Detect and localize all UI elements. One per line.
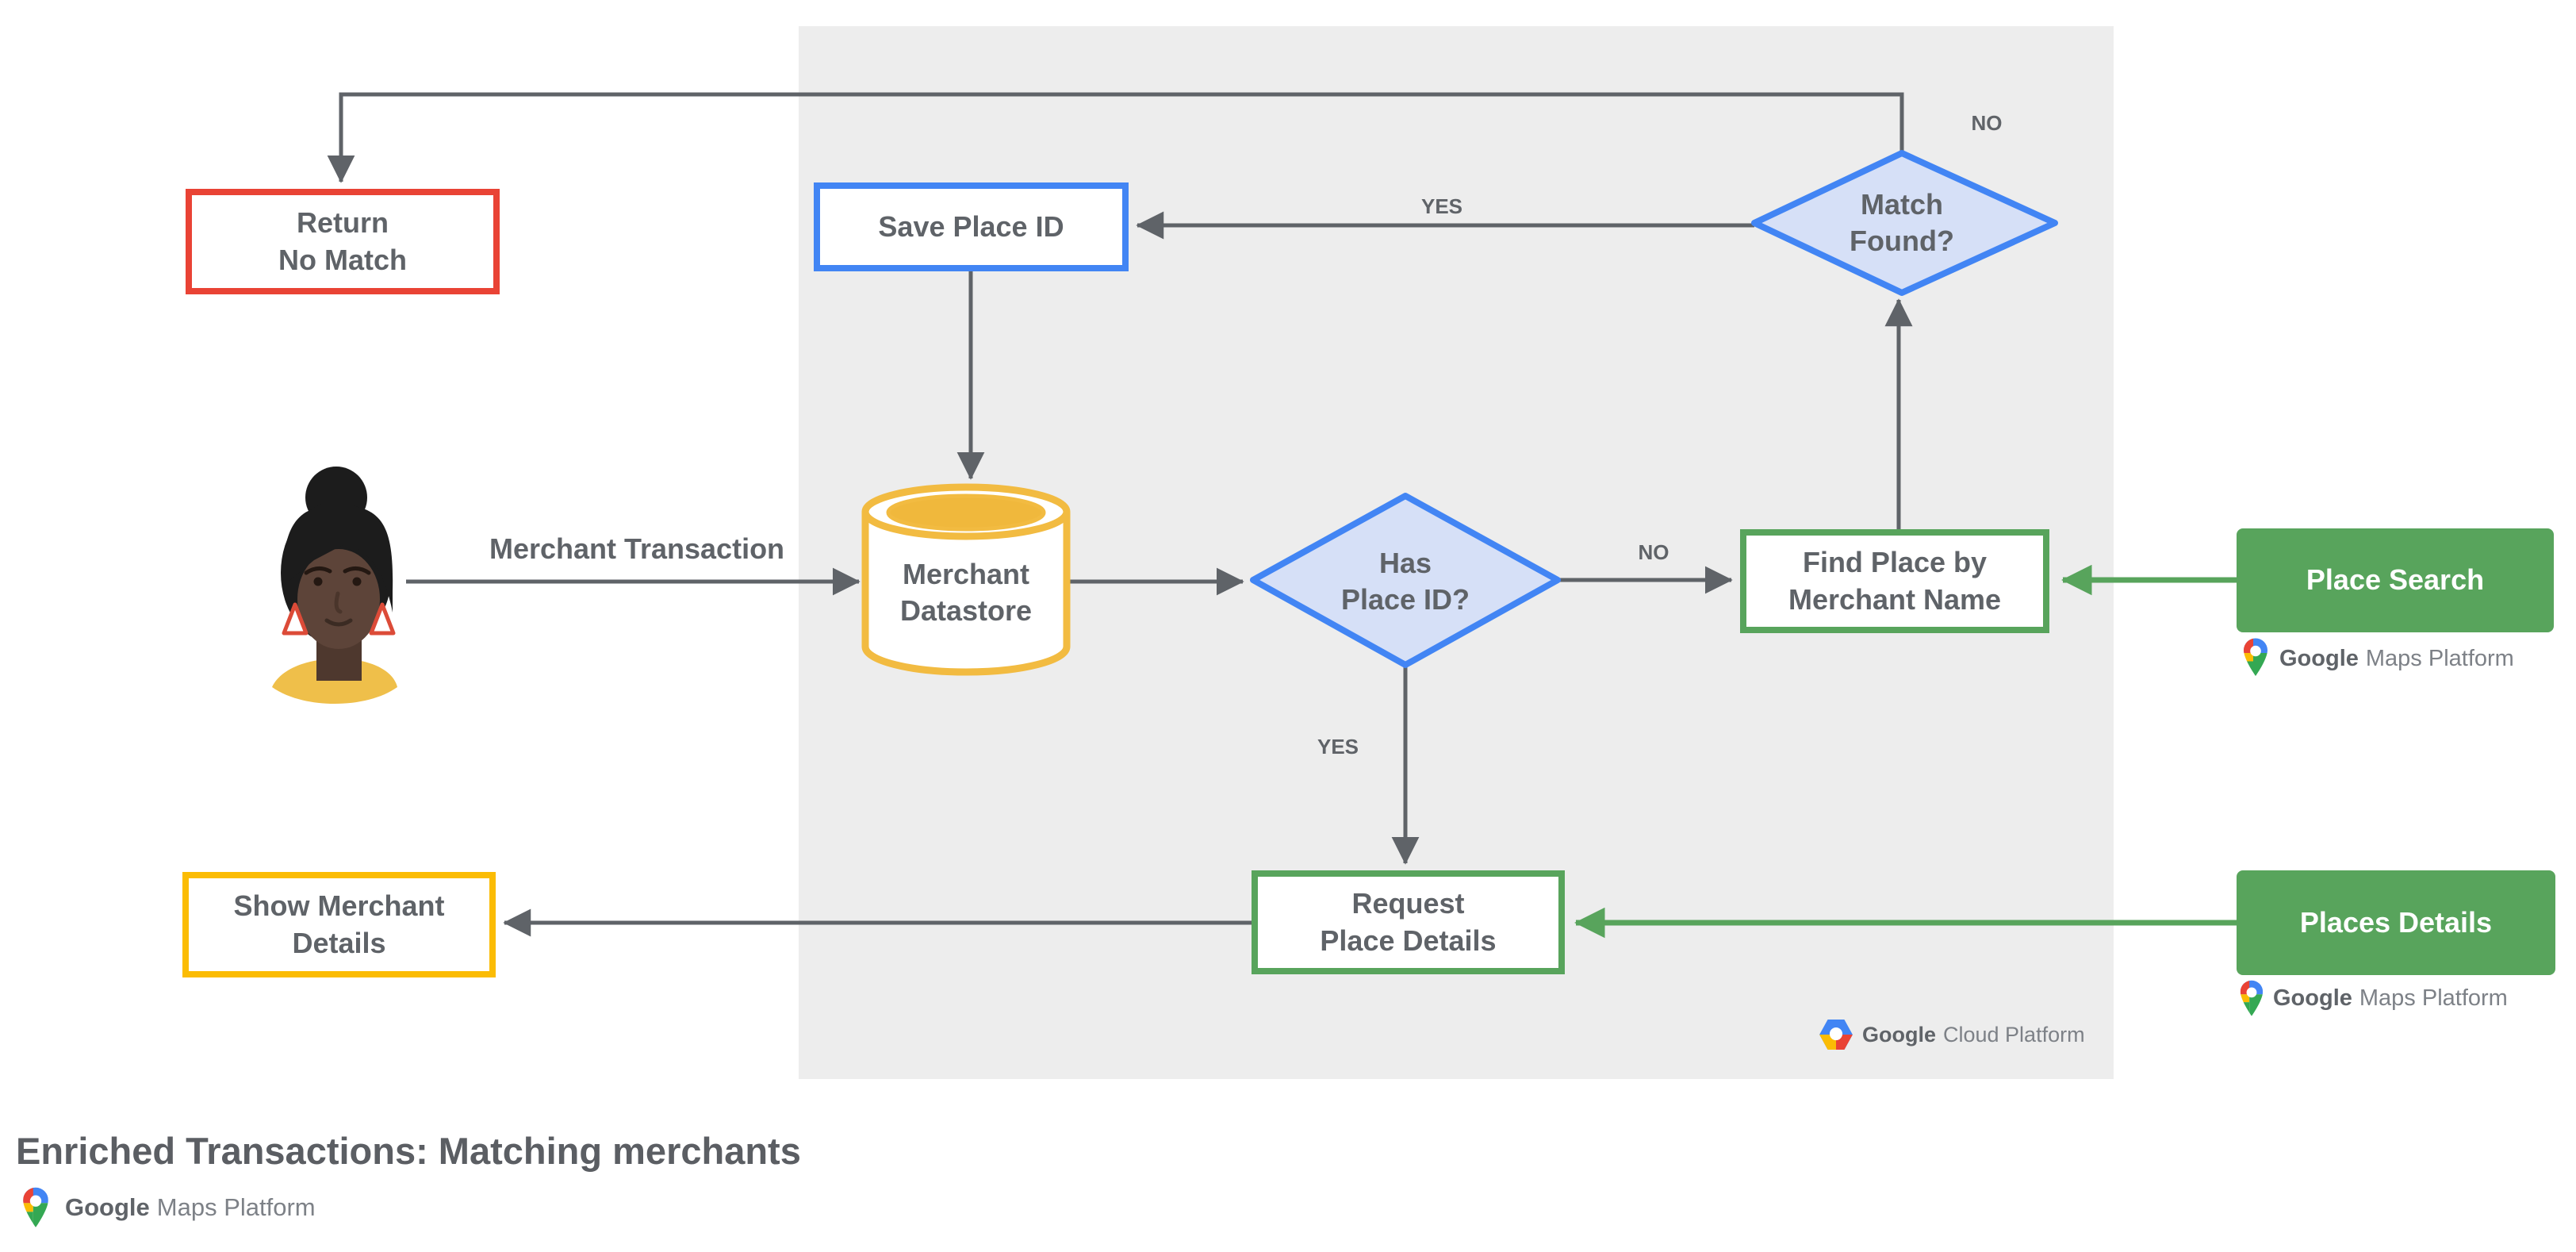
google-cloud-hexagon-icon [1819,1020,1853,1050]
has-place-id-no-label: NO [1638,540,1669,564]
logo-maps-platform-text: Maps Platform [2365,645,2514,671]
logo-maps-platform-text: Maps Platform [156,1193,316,1221]
place-search-api-box: Place Search [2237,528,2554,632]
logo-google-text: Google [1862,1022,1936,1047]
return-no-match-box: Return No Match [186,189,500,294]
logo-maps-platform-text: Maps Platform [2359,985,2508,1011]
diagram-title: Enriched Transactions: Matching merchant… [16,1129,801,1172]
match-found-yes-label: YES [1420,194,1463,218]
google-cloud-platform-logo: Google Cloud Platform [1862,1017,2085,1052]
google-maps-platform-logo: Google Maps Platform [2279,641,2514,676]
request-place-details-box: Request Place Details [1252,870,1565,974]
maps-pin-icon [2241,636,2270,676]
maps-pin-icon [2238,978,2265,1016]
show-merchant-details-box: Show Merchant Details [182,872,496,977]
merchant-transaction-label: Merchant Transaction [489,532,785,565]
user-avatar [272,467,397,704]
edge-match-found-no-to-return-no-match [327,92,1904,183]
match-found-diamond [1751,150,2058,296]
google-maps-platform-logo: Google Maps Platform [65,1190,316,1225]
logo-cloud-platform-text: Cloud Platform [1943,1022,2085,1047]
find-place-by-merchant-name-box: Find Place by Merchant Name [1740,529,2049,633]
has-place-id-yes-label: YES [1317,734,1359,758]
merchant-datastore-cylinder [861,483,1071,676]
maps-pin-icon [21,1185,51,1227]
google-maps-platform-logo: Google Maps Platform [2273,981,2508,1016]
save-place-id-box: Save Place ID [814,182,1129,271]
logo-google-text: Google [2273,985,2352,1011]
has-place-id-diamond [1250,493,1561,668]
logo-google-text: Google [2279,645,2359,671]
logo-google-text: Google [65,1193,150,1221]
places-details-api-box: Places Details [2237,870,2555,975]
match-found-no-label: NO [1971,110,2003,135]
